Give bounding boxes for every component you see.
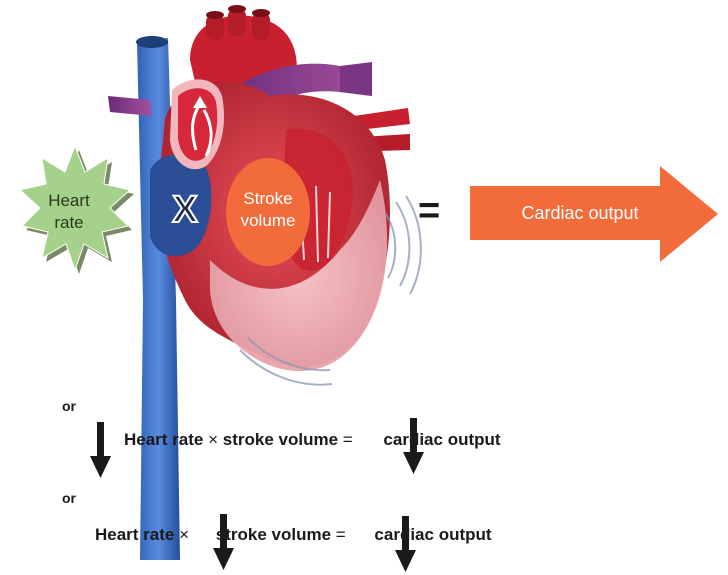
equation-2: Heart rate × stroke volume = cardiac out… — [95, 525, 492, 545]
equation-2-part1: Heart rate — [95, 525, 179, 544]
equation-1-part2: stroke volume — [218, 430, 343, 449]
or-label-2: or — [62, 490, 76, 506]
equals-symbol: = — [418, 190, 440, 233]
stroke-volume-label-line2: volume — [226, 210, 310, 232]
heart-rate-label-line2: rate — [26, 212, 112, 234]
stroke-volume-label: Stroke volume — [226, 188, 310, 232]
heart-rate-label-line1: Heart — [26, 190, 112, 212]
equation-1-part1: Heart rate — [124, 430, 208, 449]
equation-2-equals: = — [336, 525, 346, 544]
times-symbol: X — [165, 189, 205, 232]
equation-2-times: × — [179, 525, 189, 544]
equation-1-part3: cardiac output — [353, 430, 501, 449]
or-label-1: or — [62, 398, 76, 414]
stroke-volume-label-line1: Stroke — [226, 188, 310, 210]
cardiac-output-label: Cardiac output — [485, 203, 675, 224]
equation-2-part3: cardiac output — [346, 525, 492, 544]
heart-rate-label: Heart rate — [26, 190, 112, 234]
equation-1-equals: = — [343, 430, 353, 449]
arrow-1 — [90, 422, 111, 478]
equation-2-part2: stroke volume — [189, 525, 336, 544]
equation-1: Heart rate × stroke volume = cardiac out… — [124, 430, 501, 450]
equation-1-times: × — [208, 430, 218, 449]
